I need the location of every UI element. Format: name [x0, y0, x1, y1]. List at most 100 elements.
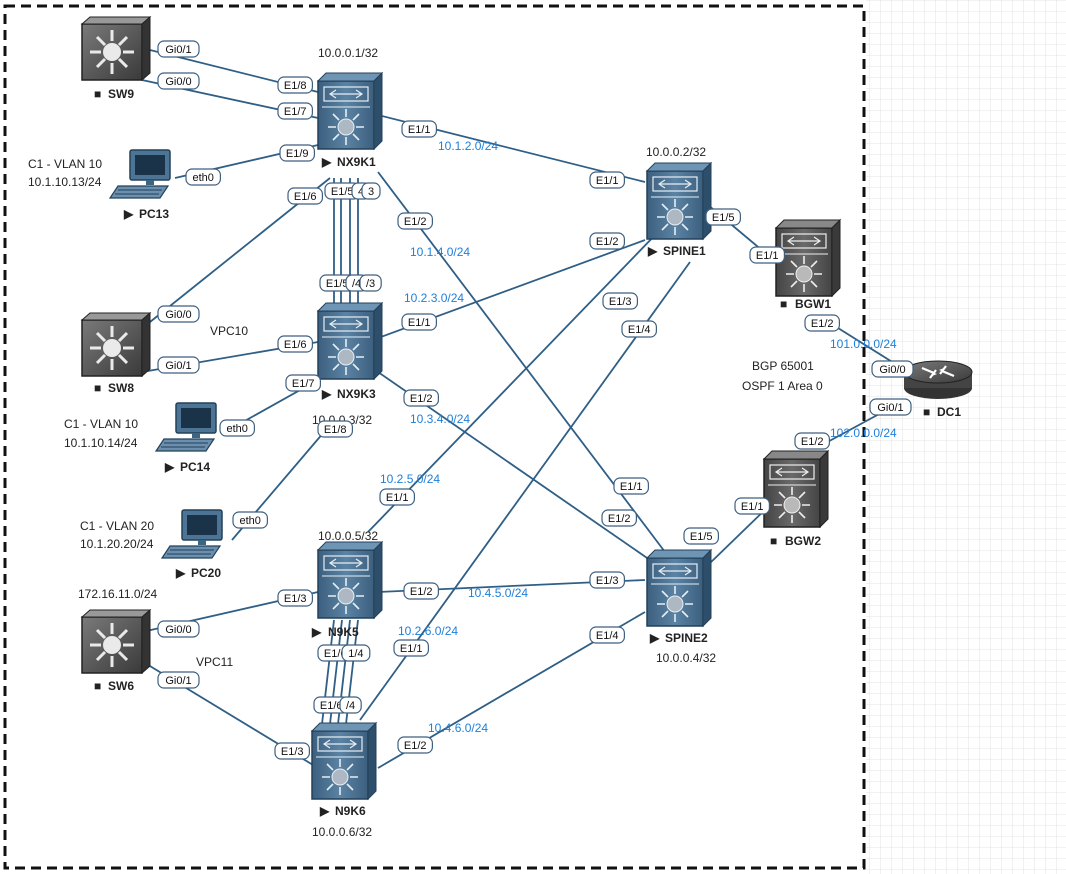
port-label-box — [794, 432, 831, 450]
device-spine2[interactable] — [646, 549, 712, 627]
port-label-text: /4 — [352, 278, 361, 290]
link-spine2-bgw2[interactable] — [707, 504, 771, 566]
port-label-nx3-e12: E1/2 — [403, 389, 440, 407]
device-nx9k3[interactable] — [317, 302, 383, 380]
port-label-nx3-e13: /3 — [359, 274, 382, 292]
bgp-label: BGP 65001 — [752, 359, 814, 373]
port-label-text: Gi0/0 — [879, 364, 905, 376]
port-label-sp2-e15: E1/5 — [683, 527, 720, 545]
port-label-n5-e11: E1/1 — [379, 488, 416, 506]
device-sw8[interactable] — [80, 311, 152, 378]
port-label-box — [749, 246, 786, 264]
port-label-box — [279, 144, 316, 162]
port-label-text: E1/6 — [294, 191, 317, 203]
sw6-subnet: 172.16.11.0/24 — [78, 587, 158, 601]
port-label-nx1-e16: E1/6 — [287, 187, 324, 205]
pc14-name: PC14 — [180, 460, 210, 474]
port-label-text: E1/4 — [596, 630, 619, 642]
network-10-2-6: 10.2.6.0/24 — [398, 624, 458, 638]
pc14-ip: 10.1.10.14/24 — [64, 436, 138, 450]
sw9-name: SW9 — [108, 87, 134, 101]
bgw2-name-marker: ■ — [770, 534, 777, 548]
device-spine1[interactable] — [646, 162, 712, 240]
port-label-box — [869, 398, 912, 416]
device-n9k6[interactable] — [311, 722, 377, 800]
port-label-sw8-gi00: Gi0/0 — [157, 305, 200, 323]
device-sw6[interactable] — [80, 608, 152, 675]
pc20-name-marker: ▶ — [175, 566, 186, 580]
port-label-box — [871, 360, 914, 378]
port-label-nx1-e13: 3 — [361, 182, 381, 200]
port-label-box — [361, 182, 381, 200]
port-label-sp1-e12: E1/2 — [589, 232, 626, 250]
port-label-text: E1/1 — [596, 175, 619, 187]
spine2-name-marker: ▶ — [649, 631, 660, 645]
port-label-text: /4 — [346, 700, 355, 712]
port-label-pc14-eth0: eth0 — [219, 419, 256, 437]
port-label-text: Gi0/1 — [165, 675, 191, 687]
port-label-box — [397, 212, 434, 230]
port-label-pc13-eth0: eth0 — [185, 168, 222, 186]
sw9-name-marker: ■ — [94, 87, 101, 101]
port-label-box — [232, 511, 269, 529]
dc1-name-marker: ■ — [923, 405, 930, 419]
port-label-dc1-gi01: Gi0/1 — [869, 398, 912, 416]
port-label-text: E1/5 — [326, 278, 349, 290]
port-label-text: E1/3 — [609, 296, 632, 308]
device-sw9[interactable] — [80, 15, 152, 82]
port-label-box — [601, 509, 638, 527]
device-n9k5[interactable] — [317, 541, 383, 619]
port-label-text: Gi0/1 — [165, 44, 191, 56]
port-label-box — [277, 76, 314, 94]
port-label-text: E1/2 — [404, 740, 427, 752]
port-label-bgw1-e11: E1/1 — [749, 246, 786, 264]
port-label-text: 3 — [368, 186, 374, 198]
port-label-box — [804, 314, 841, 332]
port-label-text: E1/3 — [281, 746, 304, 758]
port-label-nx1-e17: E1/7 — [277, 102, 314, 120]
port-label-text: E1/1 — [400, 643, 423, 655]
port-label-box — [589, 626, 626, 644]
device-bgw2[interactable] — [763, 450, 829, 528]
port-label-bgw1-e12: E1/2 — [804, 314, 841, 332]
port-label-sp2-e14: E1/4 — [589, 626, 626, 644]
vpc10-label: VPC10 — [210, 324, 248, 338]
port-label-box — [613, 477, 650, 495]
port-label-box — [339, 696, 362, 714]
pc13-name-marker: ▶ — [123, 207, 134, 221]
n9k5-name-marker: ▶ — [311, 625, 322, 639]
port-label-text: eth0 — [226, 423, 247, 435]
port-label-box — [157, 356, 200, 374]
port-label-n5-e13: E1/3 — [277, 589, 314, 607]
network-10-2-3: 10.2.3.0/24 — [404, 291, 464, 305]
port-label-box — [403, 582, 440, 600]
port-label-text: E1/1 — [408, 317, 431, 329]
port-label-text: E1/6 — [324, 648, 347, 660]
ospf-label: OSPF 1 Area 0 — [742, 379, 823, 393]
port-label-box — [683, 527, 720, 545]
link-n9k5-spine1[interactable] — [367, 229, 661, 533]
device-dc1[interactable] — [902, 359, 974, 401]
spine1-loopback: 10.0.0.2/32 — [646, 145, 706, 159]
port-label-text: eth0 — [239, 515, 260, 527]
port-label-box — [277, 335, 314, 353]
port-label-text: E1/3 — [284, 593, 307, 605]
port-label-box — [705, 208, 742, 226]
port-label-box — [621, 320, 658, 338]
device-bgw1[interactable] — [775, 219, 841, 297]
pc20-vlan: C1 - VLAN 20 — [80, 519, 154, 533]
nx9k3-name-marker: ▶ — [321, 387, 332, 401]
port-label-sp1-e13: E1/3 — [602, 292, 639, 310]
port-label-n6-e13: E1/3 — [274, 742, 311, 760]
port-label-nx3-e11: E1/1 — [401, 313, 438, 331]
bgw2-name: BGW2 — [785, 534, 821, 548]
network-10-2-5: 10.2.5.0/24 — [380, 472, 440, 486]
port-label-text: Gi0/0 — [165, 76, 191, 88]
port-label-box — [157, 305, 200, 323]
port-label-text: E1/2 — [404, 216, 427, 228]
port-label-box — [379, 488, 416, 506]
port-label-sw8-gi01: Gi0/1 — [157, 356, 200, 374]
bgw1-name-marker: ■ — [780, 297, 787, 311]
device-nx9k1[interactable] — [317, 72, 383, 150]
port-label-text: E1/5 — [712, 212, 735, 224]
